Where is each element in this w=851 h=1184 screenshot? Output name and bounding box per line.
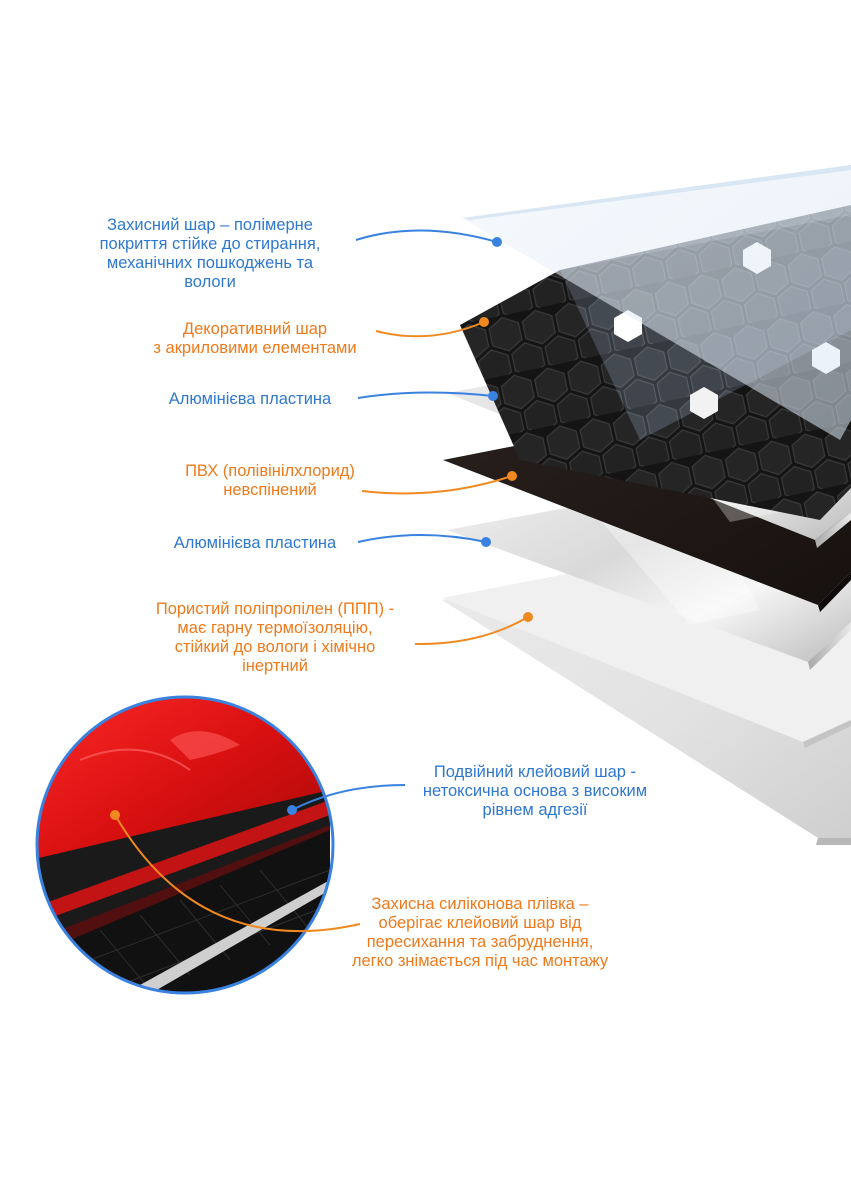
label-polypropylene-layer: Пористий поліпропілен (ППП) - має гарну …	[155, 600, 395, 675]
magnified-corner-view	[37, 697, 333, 993]
dot-silicone	[110, 810, 120, 820]
label-silicone-film: Захисна силіконова плівка – оберігає кле…	[351, 895, 609, 970]
connector-polypropylene	[414, 616, 529, 646]
connector-decorative	[375, 321, 485, 338]
dot-decorative	[479, 317, 489, 327]
label-aluminium-plate-2: Алюмінієва пластина	[173, 534, 337, 552]
dot-polypropylene	[523, 612, 533, 622]
connector-aluminium-2	[357, 534, 487, 543]
connector-adhesive	[291, 784, 406, 811]
label-aluminium-plate-1: Алюмінієва пластина	[168, 390, 332, 408]
connector-protective	[355, 229, 498, 243]
label-decorative-layer: Декоративний шар з акриловими елементами	[153, 320, 357, 357]
protective-transparent-layer	[462, 165, 851, 440]
magnify-circle-border	[35, 695, 335, 995]
dot-aluminium-2	[481, 537, 491, 547]
label-adhesive-layer: Подвійний клейовий шар - нетоксична осно…	[422, 763, 648, 819]
dot-adhesive	[287, 805, 297, 815]
connector-aluminium-1	[357, 391, 494, 399]
label-protective-layer: Захисний шар – полімерне покриття стійке…	[99, 216, 321, 291]
connector-pvc	[361, 475, 513, 495]
dot-pvc	[507, 471, 517, 481]
label-pvc-layer: ПВХ (полівінілхлорид) невспінений	[185, 462, 355, 499]
white-hex-tile	[690, 387, 718, 419]
connector-silicone	[114, 814, 361, 933]
dot-aluminium-1	[488, 391, 498, 401]
dot-protective	[492, 237, 502, 247]
